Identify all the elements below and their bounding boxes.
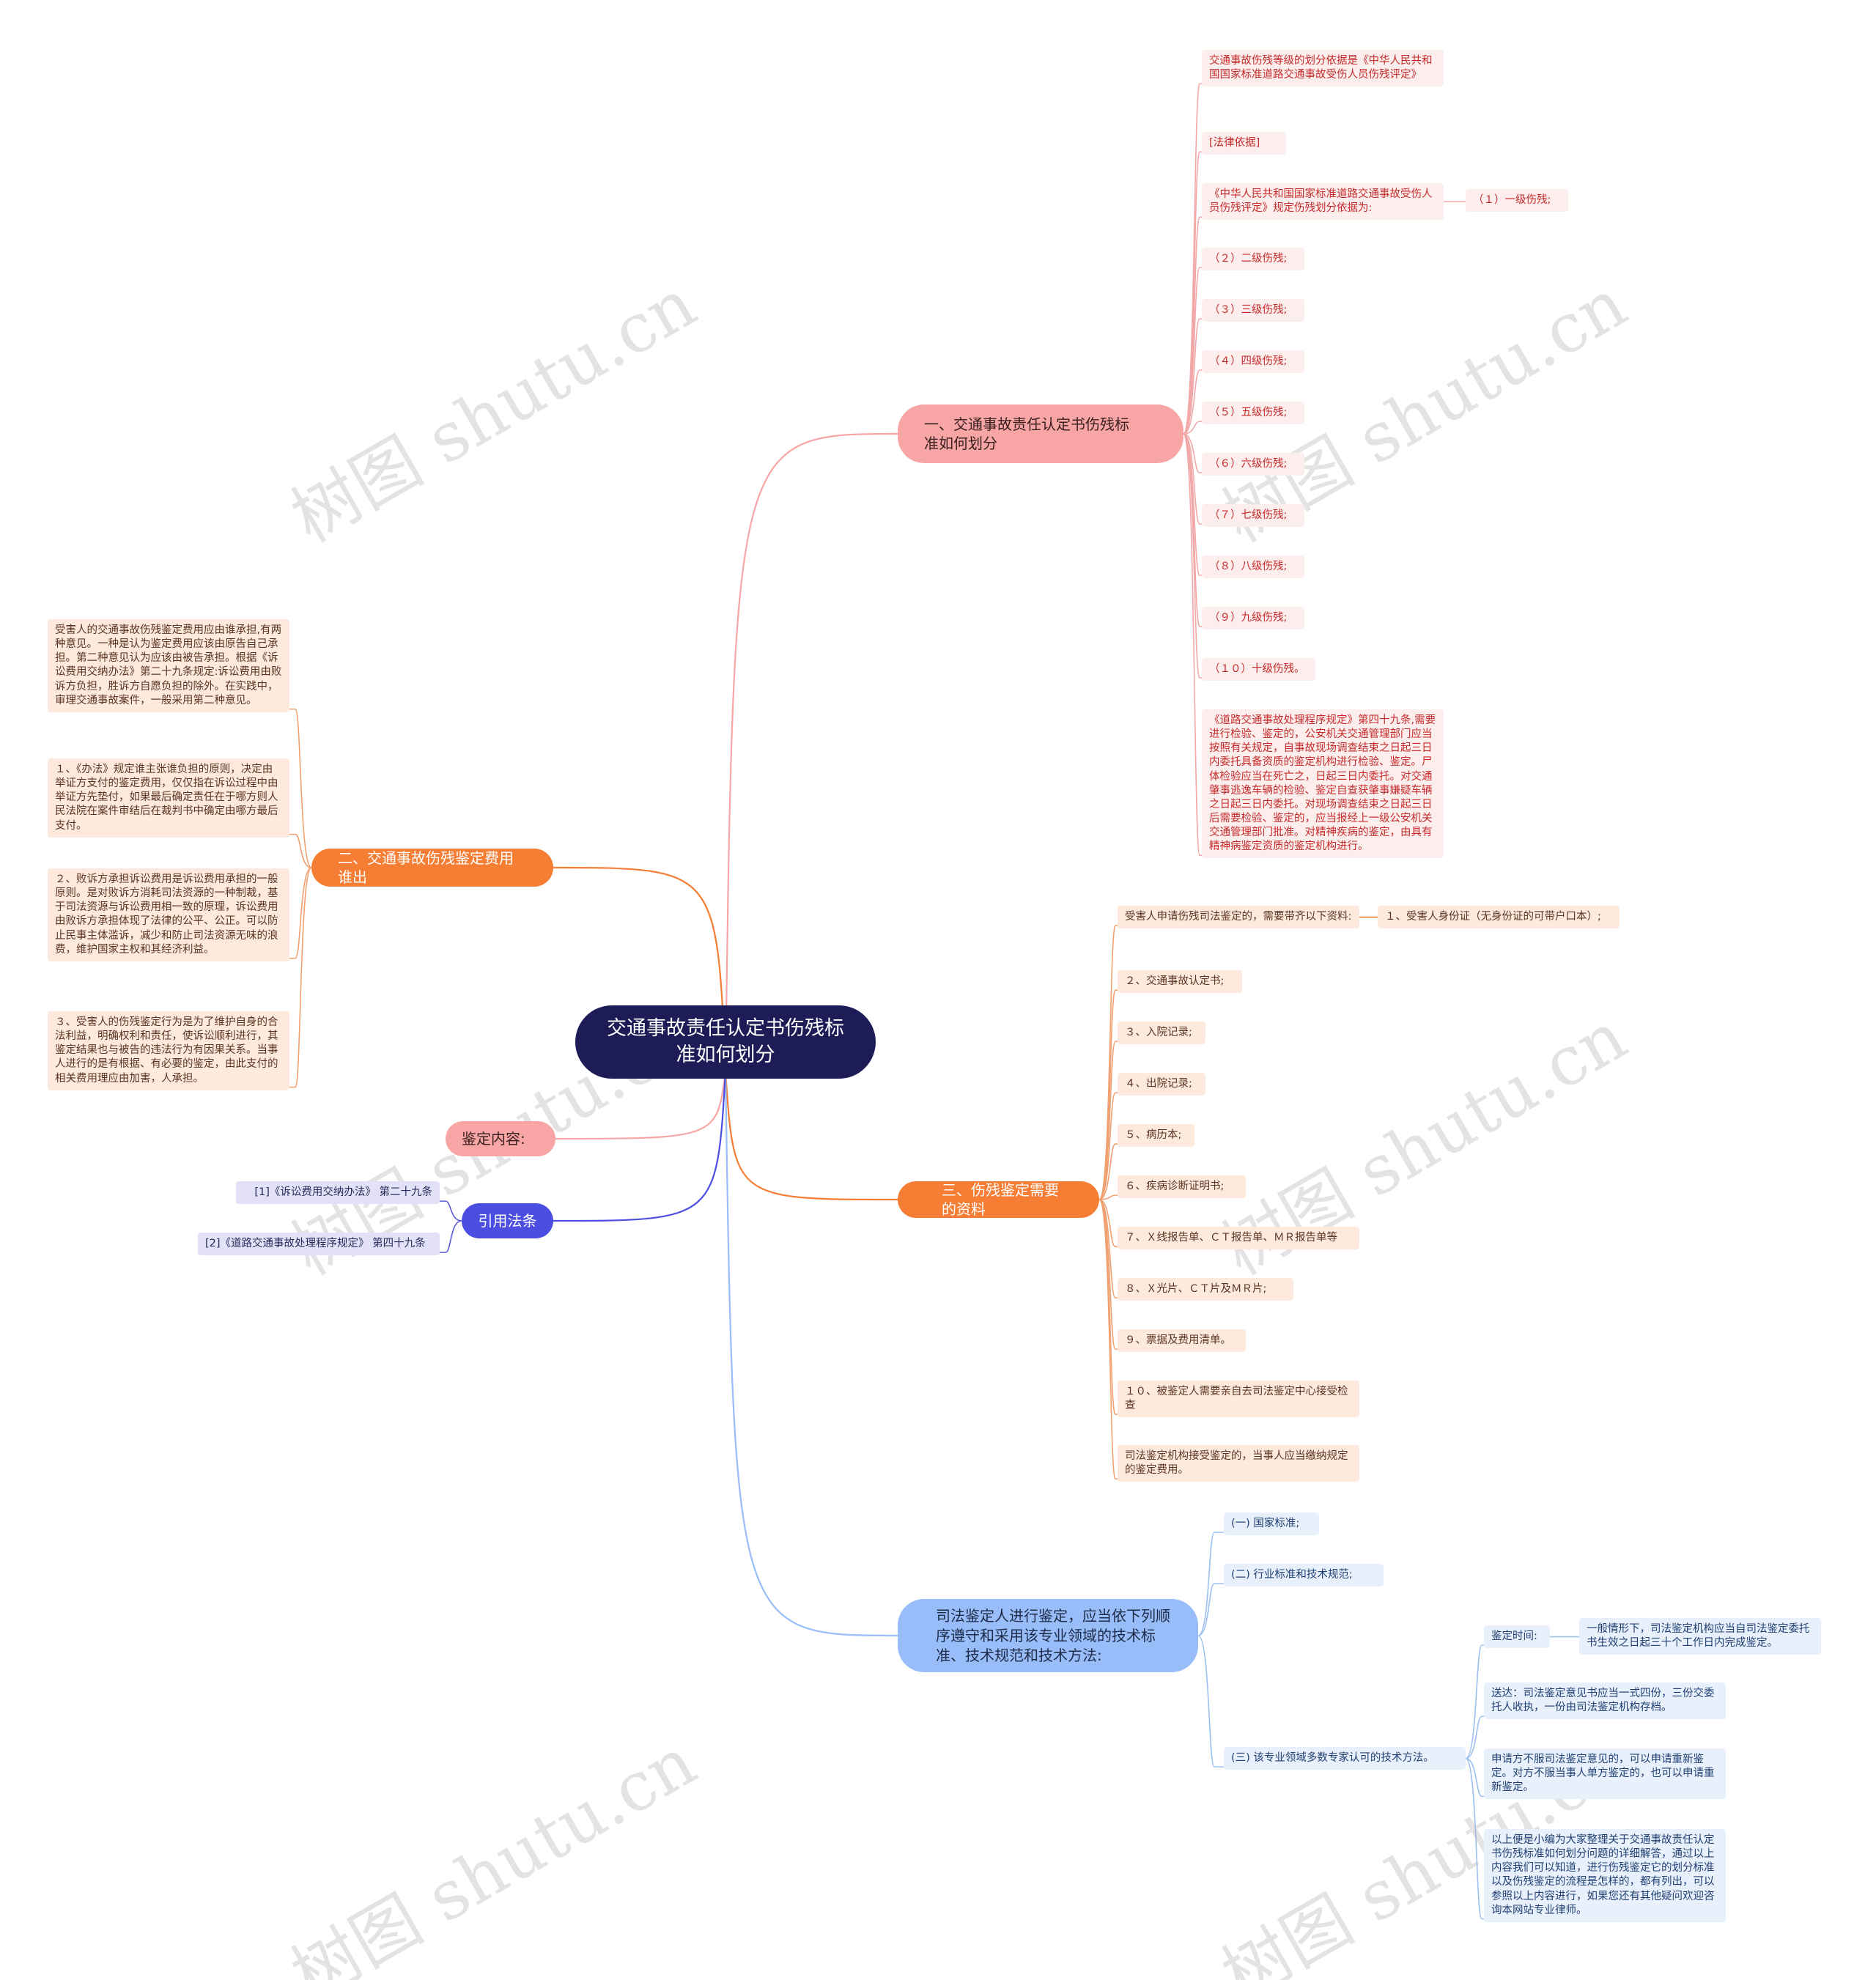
- leaf-expert-methods[interactable]: (三) 该专业领域多数专家认可的技术方法。: [1224, 1747, 1466, 1770]
- leaf-standard-regulation[interactable]: 《中华人民共和国国家标准道路交通事故受伤人员伤残评定》规定伤残划分依据为:: [1202, 183, 1444, 221]
- branch-connector: [555, 1071, 727, 1140]
- leaf-fee-opinions[interactable]: 受害人的交通事故伤残鉴定费用应由谁承担,有两种意见。一种是认为鉴定费用应该由原告…: [48, 619, 289, 712]
- branch-required-materials[interactable]: 三、伤残鉴定需要的资料: [898, 1181, 1099, 1218]
- branch-appraisal-fee[interactable]: 二、交通事故伤残鉴定费用谁出: [311, 849, 553, 887]
- leaf-connector: [1098, 1199, 1119, 1247]
- leaf-connector: [288, 708, 312, 868]
- leaf-connector: [1183, 267, 1203, 435]
- leaf-connector: [1098, 1199, 1119, 1350]
- leaf-grade-8[interactable]: （８）八级伤残;: [1202, 555, 1304, 579]
- leaf-connector: [288, 867, 312, 959]
- leaf-grade-4[interactable]: （４）四级伤残;: [1202, 350, 1304, 374]
- leaf-materials-intro[interactable]: 受害人申请伤残司法鉴定的，需要带齐以下资料:: [1118, 906, 1359, 929]
- leaf-legal-basis-label[interactable]: [法律依据]: [1202, 132, 1286, 155]
- leaf-grade-7[interactable]: （７）七级伤残;: [1202, 504, 1304, 528]
- leaf-grade-5[interactable]: （５）五级伤残;: [1202, 402, 1304, 425]
- leaf-connector: [1183, 433, 1203, 576]
- leaf-connector: [1197, 1583, 1225, 1636]
- branch-connector: [724, 1071, 898, 1201]
- leaf-connector: [1098, 1041, 1119, 1200]
- leaf-delivery[interactable]: 送达：司法鉴定意见书应当一式四份，三份交委托人收执，一份由司法鉴定机构存档。: [1484, 1682, 1726, 1720]
- leaf-receipts[interactable]: ９、票据及费用清单。: [1118, 1329, 1246, 1353]
- branch-appraisal-content[interactable]: 鉴定内容:: [446, 1121, 555, 1156]
- leaf-law-ref-2[interactable]: [2]《道路交通事故处理程序规定》 第四十九条: [198, 1233, 440, 1256]
- branch-injury-standard[interactable]: 一、交通事故责任认定书伤残标准如何划分: [898, 405, 1183, 463]
- leaf-grade-3[interactable]: （３）三级伤残;: [1202, 299, 1304, 322]
- leaf-scan-films[interactable]: ８、Ｘ光片、ＣＴ片及ＭＲ片;: [1118, 1278, 1293, 1301]
- leaf-accident-certificate[interactable]: ２、交通事故认定书;: [1118, 970, 1242, 994]
- leaf-connector: [438, 1220, 462, 1253]
- leaf-id-card[interactable]: １、受害人身份证（无身份证的可带户口本）;: [1378, 906, 1620, 929]
- branch-appraisal-standards[interactable]: 司法鉴定人进行鉴定，应当依下列顺序遵守和采用该专业领域的技术标准、技术规范和技术…: [898, 1599, 1198, 1672]
- leaf-connector: [1465, 1757, 1485, 1920]
- leaf-connector: [1197, 1635, 1225, 1767]
- leaf-grade-9[interactable]: （９）九级伤残;: [1202, 607, 1304, 630]
- leaf-connector: [1183, 433, 1203, 679]
- leaf-connector: [1183, 369, 1203, 435]
- leaf-fee-point-3[interactable]: ３、受害人的伤残鉴定行为是为了维护自身的合法利益，明确权利和责任，使诉讼顺利进行…: [48, 1011, 289, 1090]
- leaf-connector: [1183, 216, 1203, 435]
- leaf-connector: [1183, 151, 1203, 435]
- leaf-connector: [1098, 925, 1119, 1200]
- leaf-connector: [1183, 433, 1203, 525]
- leaf-fee-point-2[interactable]: ２、败诉方承担诉讼费用是诉讼费用承担的一般原则。是对败诉方消耗司法资源的一种制裁…: [48, 868, 289, 961]
- leaf-connector: [1465, 1715, 1485, 1759]
- leaf-connector: [1197, 1532, 1225, 1636]
- leaf-connector: [288, 867, 312, 1088]
- branch-cited-laws[interactable]: 引用法条: [462, 1203, 553, 1238]
- leaf-connector: [1098, 1143, 1119, 1200]
- leaf-grade-6[interactable]: （６）六级伤残;: [1202, 453, 1304, 476]
- leaf-connector: [1183, 318, 1203, 435]
- leaf-grade-2[interactable]: （２）二级伤残;: [1202, 248, 1304, 271]
- leaf-fee-point-1[interactable]: １、《办法》规定谁主张谁负担的原则，决定由举证方支付的鉴定费用，仅仅指在诉讼过程…: [48, 758, 289, 838]
- leaf-grade-10[interactable]: （１０）十级伤残。: [1202, 658, 1315, 681]
- leaf-connector: [1465, 1644, 1485, 1759]
- branch-connector: [724, 1071, 898, 1637]
- leaf-connector: [1183, 421, 1203, 435]
- leaf-admission-record[interactable]: ３、入院记录;: [1118, 1022, 1205, 1045]
- leaf-national-standard[interactable]: (一) 国家标准;: [1224, 1512, 1319, 1536]
- leaf-connector: [1098, 989, 1119, 1200]
- leaf-scan-reports[interactable]: ７、Ｘ线报告单、ＣＴ报告单、ＭＲ报告单等: [1118, 1227, 1359, 1250]
- leaf-connector: [1098, 1199, 1119, 1480]
- leaf-diagnosis-certificate[interactable]: ６、疾病诊断证明书;: [1118, 1175, 1246, 1199]
- leaf-connector: [1465, 1757, 1485, 1798]
- leaf-connector: [1098, 1092, 1119, 1200]
- leaf-industry-standard[interactable]: (二) 行业标准和技术规范;: [1224, 1564, 1384, 1587]
- leaf-appraisal-time[interactable]: 鉴定时间:: [1484, 1625, 1550, 1649]
- leaf-reappraisal[interactable]: 申请方不服司法鉴定意见的，可以申请重新鉴定。对方不服当事人单方鉴定的，也可以申请…: [1484, 1748, 1726, 1800]
- leaf-summary[interactable]: 以上便是小编为大家整理关于交通事故责任认定书伤残标准如何划分问题的详细解答，通过…: [1484, 1829, 1726, 1922]
- leaf-connector: [1098, 1199, 1119, 1416]
- branch-connector: [553, 1071, 727, 1222]
- leaf-connector: [288, 833, 312, 868]
- leaf-grade-1[interactable]: （１）一级伤残;: [1466, 189, 1568, 213]
- leaf-law-ref-1[interactable]: [1]《诉讼费用交纳办法》 第二十九条: [236, 1181, 440, 1205]
- leaf-procedure-regulation[interactable]: 《道路交通事故处理程序规定》第四十九条,需要进行检验、鉴定的，公安机关交通管理部…: [1202, 709, 1444, 859]
- leaf-connector: [1183, 433, 1203, 857]
- leaf-in-person-exam[interactable]: １０、被鉴定人需要亲自去司法鉴定中心接受检查: [1118, 1381, 1359, 1418]
- root-topic[interactable]: 交通事故责任认定书伤残标准如何划分: [575, 1005, 876, 1079]
- leaf-connector: [1098, 1194, 1119, 1200]
- leaf-discharge-record[interactable]: ４、出院记录;: [1118, 1073, 1205, 1096]
- leaf-thirty-working-days[interactable]: 一般情形下，司法鉴定机构应当自司法鉴定委托书生效之日起三十个工作日内完成鉴定。: [1579, 1618, 1821, 1655]
- leaf-connector: [1098, 1199, 1119, 1299]
- leaf-connector: [438, 1200, 462, 1222]
- leaf-medical-record[interactable]: ５、病历本;: [1118, 1124, 1194, 1148]
- branch-connector: [724, 432, 898, 1072]
- leaf-standard-basis[interactable]: 交通事故伤残等级的划分依据是《中华人民共和国国家标准道路交通事故受伤人员伤残评定…: [1202, 50, 1444, 87]
- branch-connector: [553, 866, 727, 1072]
- leaf-appraisal-fee-payment[interactable]: 司法鉴定机构接受鉴定的，当事人应当缴纳规定的鉴定费用。: [1118, 1445, 1359, 1482]
- leaf-connector: [1183, 433, 1203, 473]
